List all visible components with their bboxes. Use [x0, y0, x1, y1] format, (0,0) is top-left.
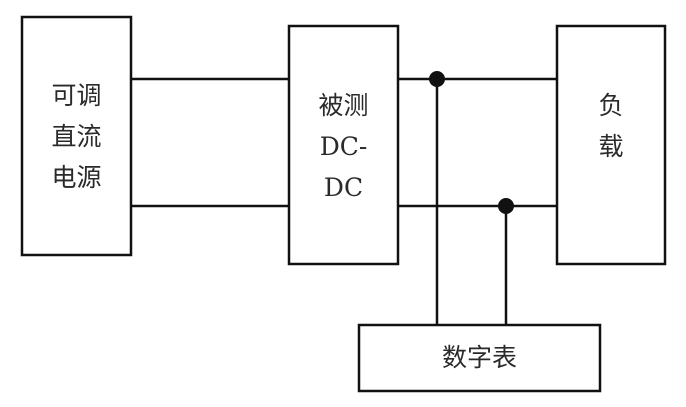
meter-label: 数字表: [359, 337, 600, 378]
meter-block: [357, 323, 602, 393]
meter-label-line: 数字表: [441, 343, 517, 372]
source-label: 可调 直流 电源: [22, 75, 131, 198]
junction-dot-positive: [429, 71, 445, 87]
source-label-line: 电源: [51, 163, 102, 192]
load-label: 负 载: [557, 85, 665, 167]
source-block: [20, 15, 133, 257]
dut-label: 被测 DC- DC: [289, 85, 398, 208]
load-block: [555, 24, 667, 266]
dut-block: [287, 24, 400, 266]
load-label-line: 载: [598, 132, 624, 161]
dut-label-line: DC-: [319, 132, 368, 161]
dut-label-line: 被测: [318, 91, 369, 120]
source-label-line: 直流: [51, 122, 102, 151]
source-label-line: 可调: [51, 81, 102, 110]
dut-label-line: DC: [323, 173, 364, 202]
junction-dot-negative: [498, 198, 514, 214]
load-label-line: 负: [598, 91, 624, 120]
